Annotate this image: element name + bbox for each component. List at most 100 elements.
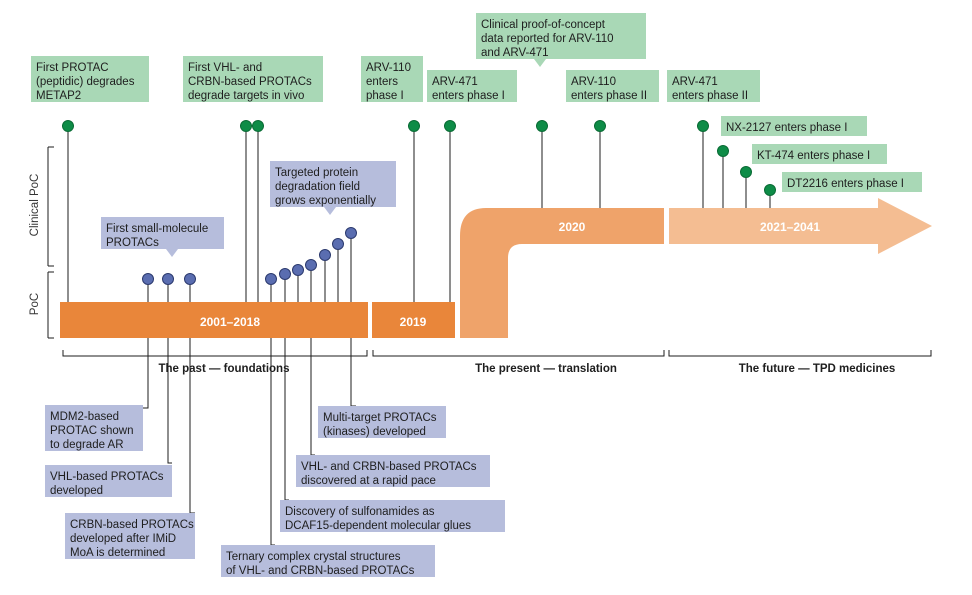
callout-sulfonamides: Discovery of sulfonamides as DCAF15-depen… — [280, 500, 505, 532]
callout-ternary-bg — [221, 545, 435, 577]
callout-arv471-phase1-line: enters phase I — [432, 90, 505, 102]
callout-tpd-field-line: Targeted protein — [275, 167, 358, 179]
callout-tpd-field-line: degradation field — [275, 181, 360, 193]
era-bracket-past — [62, 350, 368, 357]
dot-tpd-5 — [319, 249, 331, 261]
callout-first-protac-line: (peptidic) degrades — [36, 76, 135, 88]
dot-tpd-2 — [279, 268, 291, 280]
callout-arv110-phase2-bg — [566, 70, 659, 102]
callout-arv471-phase2-line: enters phase II — [672, 90, 748, 102]
callout-arv471-phase1-line: ARV-471 — [432, 76, 478, 88]
dot-tpd-3 — [292, 264, 304, 276]
callout-arv110-phase2: ARV-110 enters phase II — [566, 70, 659, 102]
dot-kt474 — [740, 166, 752, 178]
callout-crbn-based-line: CRBN-based PROTACs — [70, 519, 194, 531]
period-bar-2001-2018 — [60, 302, 368, 338]
callout-tpd-field-pointer — [324, 207, 336, 215]
callout-first-vhl-crbn-bg — [183, 56, 323, 102]
dot-tpd-7 — [345, 227, 357, 239]
callout-first-small-molecule-line: PROTACs — [106, 237, 159, 249]
callout-mdm2-line: to degrade AR — [50, 439, 124, 451]
callout-first-vhl-crbn-line: CRBN-based PROTACs — [188, 76, 312, 88]
dot-fsm-3 — [184, 273, 196, 285]
dot-first-crbn — [252, 120, 264, 132]
callout-clinical-poc-pointer — [534, 59, 546, 67]
callout-clinical-poc-line: and ARV-471 — [481, 47, 549, 59]
callout-first-protac-bg — [31, 56, 149, 102]
era-bracket-future — [668, 350, 932, 357]
callout-vhl-based-bg — [45, 465, 172, 497]
period-bar-2019 — [372, 302, 455, 338]
leader-multi-target — [350, 338, 356, 407]
era-label-past: The past — foundations — [159, 363, 290, 375]
callout-arv471-phase2-line: ARV-471 — [672, 76, 718, 88]
dot-clinical-poc — [536, 120, 548, 132]
callout-first-small-molecule-line: First small-molecule — [106, 223, 208, 235]
callout-crbn-based-line: developed after IMiD — [70, 533, 176, 545]
callout-tpd-field-bg — [270, 161, 396, 207]
callout-arv471-phase2-bg — [667, 70, 760, 102]
callout-ternary: Ternary complex crystal structures of VHL… — [221, 545, 435, 577]
dot-tpd-4 — [305, 259, 317, 271]
period-bar-2020 — [460, 208, 664, 338]
period-arrow-2021-2041 — [669, 198, 932, 254]
callout-tpd-field-line: grows exponentially — [275, 195, 376, 207]
dot-tpd-6 — [332, 238, 344, 250]
callout-first-protac-line: METAP2 — [36, 90, 81, 102]
callout-nx2127-bg — [721, 116, 867, 136]
dot-dt2216 — [764, 184, 776, 196]
callout-first-protac-line: First PROTAC — [36, 62, 109, 74]
era-label-present: The present — translation — [475, 363, 617, 375]
era-bracket-present — [372, 350, 665, 357]
leader-vhl-based — [167, 338, 172, 464]
dot-arv471-p2 — [697, 120, 709, 132]
callout-sulfonamides-line: DCAF15-dependent molecular glues — [285, 520, 471, 532]
callout-multi-target-line: Multi-target PROTACs — [323, 412, 437, 424]
period-label-2001-2018: 2001–2018 — [200, 315, 260, 329]
callout-arv110-phase1-line: phase I — [366, 90, 404, 102]
period-label-2021-2041: 2021–2041 — [760, 220, 820, 234]
callout-arv110-phase2-line: enters phase II — [571, 90, 647, 102]
callout-crbn-based-bg — [65, 513, 195, 559]
callout-vhl-based-line: VHL-based PROTACs — [50, 471, 164, 483]
dot-fsm-2 — [162, 273, 174, 285]
callout-clinical-poc-line: Clinical proof-of-concept — [481, 19, 606, 31]
callout-sulfonamides-line: Discovery of sulfonamides as — [285, 506, 435, 518]
callout-kt474-bg — [752, 144, 887, 164]
callout-nx2127: NX-2127 enters phase I — [721, 116, 867, 136]
callout-vhl-based-line: developed — [50, 485, 103, 497]
axis-label-poc: PoC — [29, 293, 41, 315]
callout-ternary-line: of VHL- and CRBN-based PROTACs — [226, 565, 415, 577]
callout-crbn-based: CRBN-based PROTACs developed after IMiD Mo… — [65, 513, 195, 559]
callout-crbn-based-line: MoA is determined — [70, 547, 165, 559]
leader-mdm2 — [143, 338, 149, 409]
callout-dt2216-bg — [782, 172, 922, 192]
callout-clinical-poc-bg — [476, 13, 646, 59]
callout-mdm2-line: MDM2-based — [50, 411, 119, 423]
callout-rapid-pace-bg — [296, 455, 490, 487]
callout-arv110-phase1-bg — [361, 56, 423, 102]
callout-sulfonamides-bg — [280, 500, 505, 532]
dot-tpd-1 — [265, 273, 277, 285]
callout-rapid-pace-line: VHL- and CRBN-based PROTACs — [301, 461, 477, 473]
callout-first-vhl-crbn-line: degrade targets in vivo — [188, 90, 304, 102]
callout-arv471-phase2: ARV-471 enters phase II — [667, 70, 760, 102]
callout-arv110-phase2-line: ARV-110 — [571, 76, 616, 88]
dot-arv471-p1 — [444, 120, 456, 132]
callout-ternary-line: Ternary complex crystal structures — [226, 551, 401, 563]
callout-first-small-molecule-pointer — [166, 249, 178, 257]
period-label-2020: 2020 — [559, 220, 586, 234]
callout-mdm2-bg — [45, 405, 143, 451]
period-label-2019: 2019 — [400, 315, 427, 329]
callout-first-small-molecule-bg — [101, 217, 224, 249]
callout-kt474: KT-474 enters phase I — [752, 144, 887, 164]
era-label-future: The future — TPD medicines — [739, 363, 896, 375]
callout-tpd-field: Targeted protein degradation field grows e… — [270, 161, 396, 207]
